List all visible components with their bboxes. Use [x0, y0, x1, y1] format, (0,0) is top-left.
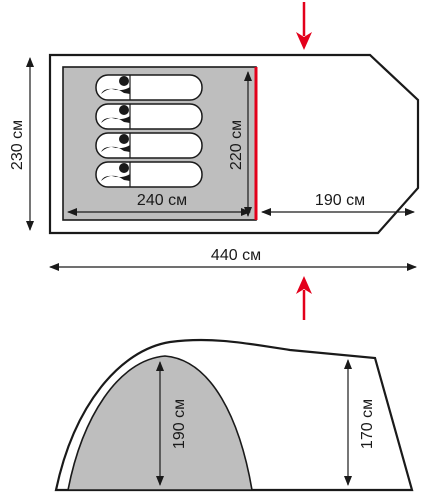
sleeping-place	[95, 103, 203, 130]
entrance-arrow-bottom	[296, 276, 312, 320]
sleeping-place	[95, 74, 203, 101]
length-total-label: 440 см	[211, 247, 261, 264]
inner-height-label: 190 см	[171, 399, 188, 449]
inner-width-label: 220 см	[228, 120, 245, 170]
rear-height-label: 170 см	[359, 399, 376, 449]
inner-length-label: 240 см	[137, 192, 187, 209]
person-head-icon	[119, 76, 129, 86]
person-head-icon	[119, 163, 129, 173]
person-head-icon	[119, 105, 129, 115]
floor-plan: 230 см 220 см 240 см 190 см 440 см	[9, 2, 420, 320]
width-total-label: 230 см	[9, 120, 26, 170]
entrance-arrow-top	[296, 2, 312, 50]
sleeping-place	[95, 132, 203, 159]
person-head-icon	[119, 134, 129, 144]
side-profile: 190 см 170 см	[54, 338, 414, 492]
vestibule-length-label: 190 см	[315, 192, 365, 209]
sleeping-place	[95, 161, 203, 188]
